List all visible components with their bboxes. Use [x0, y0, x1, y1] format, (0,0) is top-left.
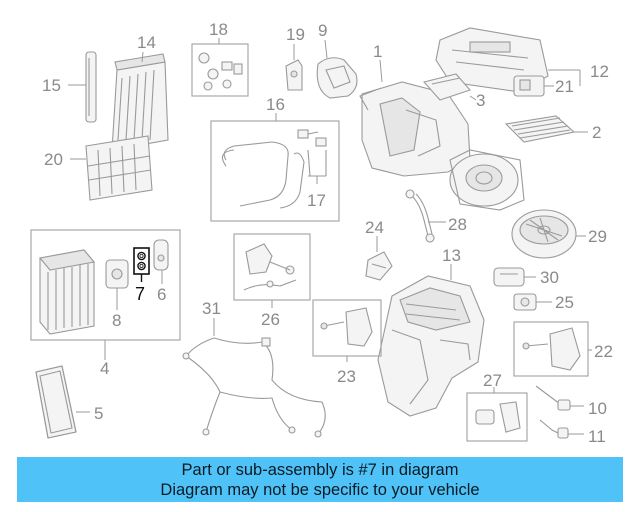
- part-15-bracket: [68, 51, 97, 123]
- callout-26[interactable]: 26: [261, 310, 280, 329]
- part-16-box: [210, 120, 340, 222]
- callout-7-highlighted[interactable]: 7: [135, 284, 145, 304]
- callout-18[interactable]: 18: [209, 20, 228, 39]
- part-26-box: [233, 233, 311, 301]
- callout-6[interactable]: 6: [157, 285, 166, 304]
- part-13-lower-housing: [377, 264, 485, 417]
- callout-14[interactable]: 14: [137, 33, 156, 52]
- callout-11[interactable]: 11: [588, 427, 606, 446]
- part-20-frame: [70, 135, 153, 201]
- callout-29[interactable]: 29: [588, 227, 607, 246]
- callout-31[interactable]: 31: [202, 299, 221, 318]
- callout-1[interactable]: 1: [373, 42, 382, 61]
- callout-21[interactable]: 21: [555, 77, 574, 96]
- info-banner: Part or sub-assembly is #7 in diagram Di…: [17, 457, 623, 502]
- callout-4[interactable]: 4: [100, 359, 109, 378]
- part-16-hoses: [221, 129, 327, 209]
- callout-28[interactable]: 28: [448, 215, 467, 234]
- part-28-hose: [405, 189, 446, 243]
- part-25-motor: [513, 293, 552, 311]
- callout-22[interactable]: 22: [594, 342, 613, 361]
- part-9-gasket: [316, 39, 358, 99]
- part-2-cabin-filter: [504, 115, 588, 143]
- part-14-heater-core: [111, 51, 169, 151]
- part-6-sensor: [153, 239, 169, 284]
- callout-23[interactable]: 23: [337, 367, 356, 386]
- part-31-wire-harness: [182, 318, 326, 438]
- parts-diagram: 14 15 20 18 19 9: [30, 20, 613, 446]
- part-18-hardware: [198, 38, 243, 91]
- callout-17[interactable]: 17: [307, 191, 326, 210]
- part-23-motor: [320, 307, 373, 347]
- part-4-evaporator: [38, 249, 96, 335]
- part-30-sensor: [493, 267, 536, 287]
- part-19-bracket: [285, 44, 303, 91]
- part-22-box: [513, 321, 589, 377]
- callout-9[interactable]: 9: [318, 21, 327, 40]
- part-11-sensor: [539, 419, 584, 439]
- part-24-actuator: [365, 236, 393, 281]
- part-5-seal: [35, 365, 90, 439]
- banner-line-2: Diagram may not be specific to your vehi…: [160, 481, 480, 499]
- callout-30[interactable]: 30: [540, 268, 559, 287]
- part-22-motor: [522, 327, 581, 371]
- callout-12[interactable]: 12: [590, 62, 609, 81]
- callout-27[interactable]: 27: [483, 371, 502, 390]
- callout-16[interactable]: 16: [266, 95, 285, 114]
- callout-20[interactable]: 20: [44, 150, 63, 169]
- callout-8[interactable]: 8: [112, 311, 121, 330]
- part-7-o-rings: [133, 247, 150, 282]
- part-27-box: [466, 392, 528, 442]
- part-27-parts: [475, 401, 521, 433]
- part-18-box: [191, 43, 249, 97]
- part-3-door: [422, 73, 477, 101]
- callout-3[interactable]: 3: [476, 91, 485, 110]
- callout-15[interactable]: 15: [42, 76, 61, 95]
- part-26-linkage: [243, 243, 297, 291]
- part-21-actuator: [513, 70, 581, 97]
- banner-line-1: Part or sub-assembly is #7 in diagram: [181, 461, 459, 479]
- callout-24[interactable]: 24: [365, 218, 384, 237]
- callout-19[interactable]: 19: [286, 25, 305, 44]
- part-8-expansion-valve: [105, 259, 129, 310]
- callout-25[interactable]: 25: [555, 293, 574, 312]
- callout-10[interactable]: 10: [588, 399, 607, 418]
- callout-13[interactable]: 13: [442, 246, 461, 265]
- callout-2[interactable]: 2: [592, 123, 601, 142]
- part-1-hvac-housing: [359, 59, 525, 211]
- callout-5[interactable]: 5: [94, 404, 103, 423]
- part-10-sensor: [535, 385, 584, 411]
- part-29-blower-motor: [511, 209, 586, 259]
